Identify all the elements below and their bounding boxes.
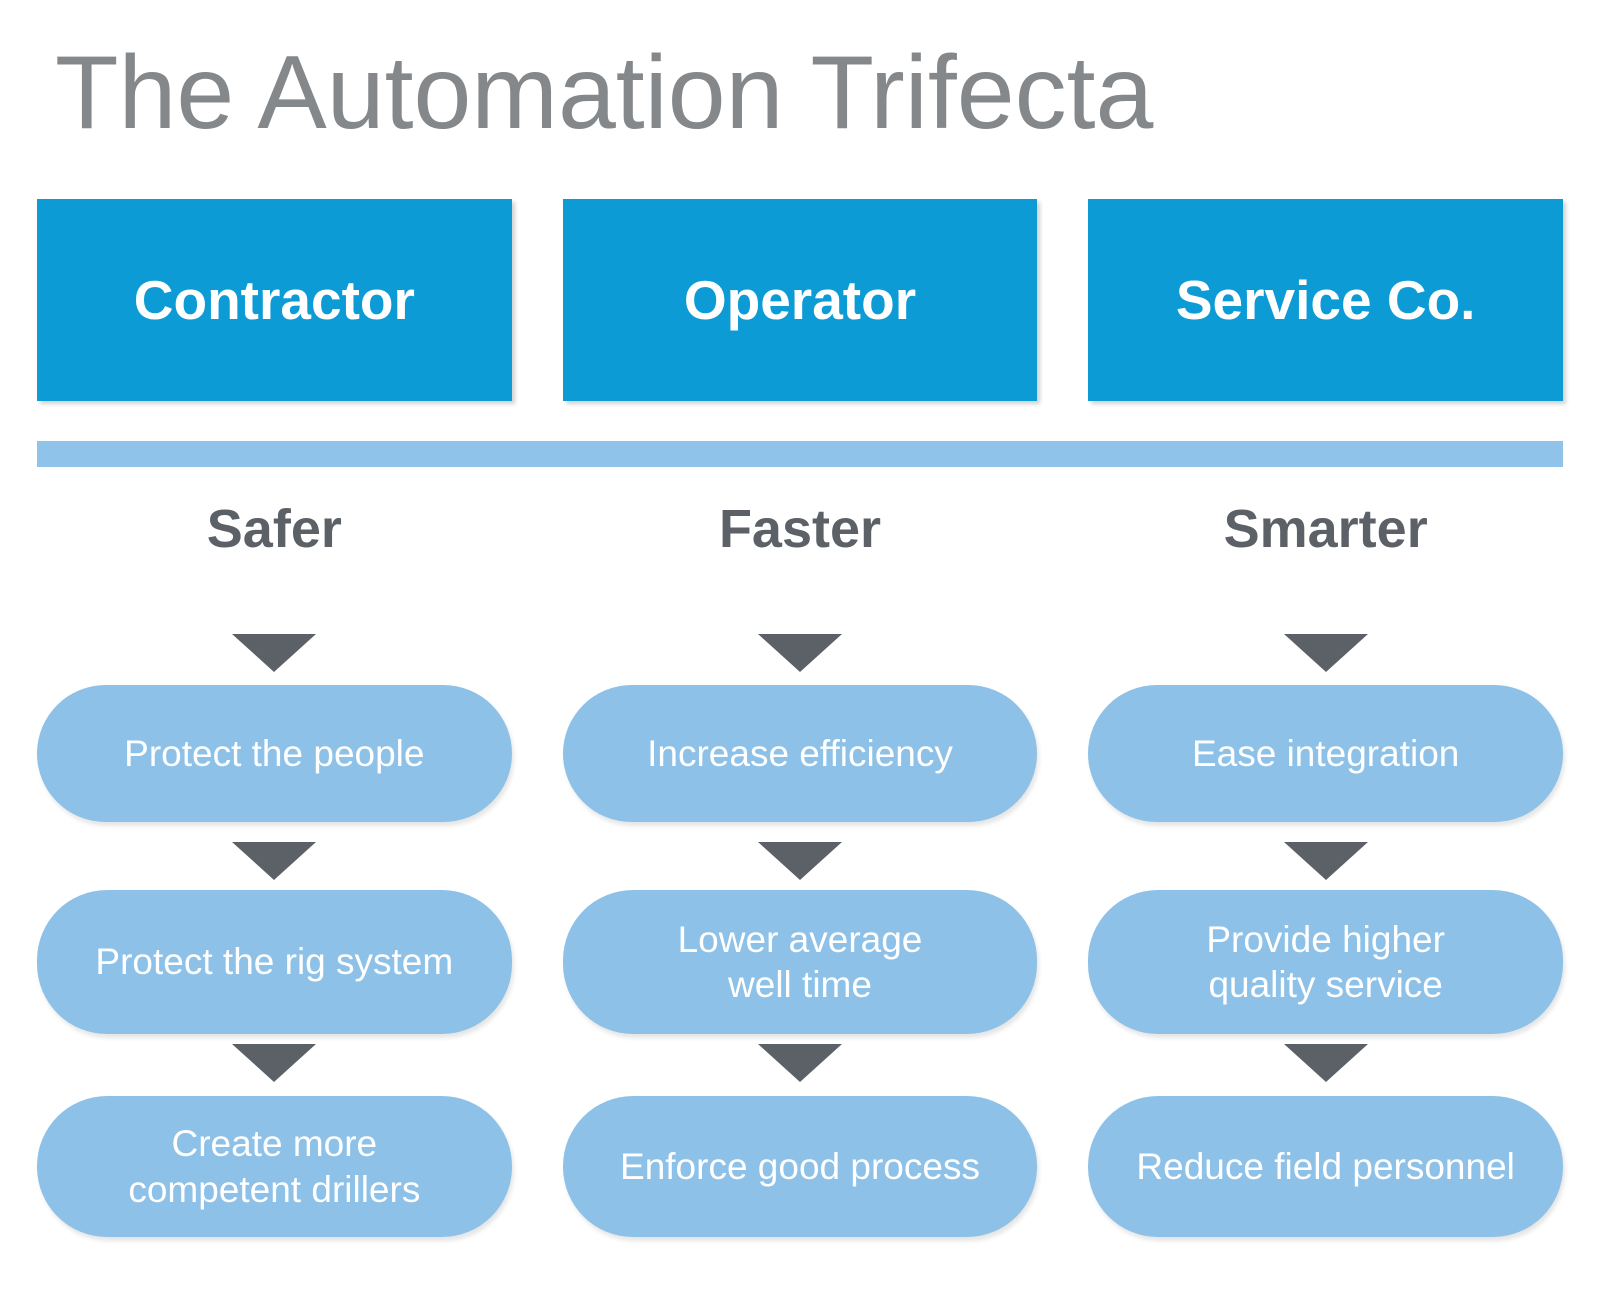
arrow-row-2 (37, 842, 1563, 882)
arrow-down-icon (1283, 1044, 1368, 1082)
header-box-contractor: Contractor (37, 199, 512, 401)
arrow-down-icon (757, 842, 842, 880)
arrow-down-icon (757, 1044, 842, 1082)
arrow-cell (1088, 1044, 1563, 1084)
header-label: Service Co. (1175, 269, 1476, 331)
header-box-service-co: Service Co. (1088, 199, 1563, 401)
arrow-down-icon (1283, 842, 1368, 880)
pill-faster-2: Lower average well time (562, 890, 1038, 1034)
pill-faster-3: Enforce good process (562, 1096, 1038, 1237)
pill-safer-2: Protect the rig system (37, 890, 512, 1034)
column-label-safer: Safer (206, 499, 342, 559)
arrow-cell (1088, 634, 1563, 674)
arrow-cell (563, 1044, 1038, 1084)
arrow-cell (37, 634, 512, 674)
step-row-2: Protect the rig system Lower average wel… (37, 890, 1563, 1034)
pill-faster-1: Increase efficiency (562, 685, 1038, 822)
header-row: Contractor Operator Service Co. (37, 199, 1563, 401)
header-label: Operator (683, 269, 917, 331)
pill-safer-1: Protect the people (37, 685, 512, 822)
arrow-down-icon (232, 634, 317, 672)
pill-smarter-3: Reduce field personnel (1088, 1096, 1563, 1237)
pill-smarter-1: Ease integration (1088, 685, 1563, 822)
header-box-operator: Operator (562, 199, 1038, 401)
column-label-smarter: Smarter (1223, 499, 1428, 559)
arrow-down-icon (232, 842, 317, 880)
arrow-cell (563, 634, 1038, 674)
arrow-cell (37, 842, 512, 882)
arrow-down-icon (232, 1044, 317, 1082)
pill-smarter-2: Provide higher quality service (1088, 890, 1563, 1034)
column-label-faster: Faster (718, 499, 882, 559)
arrow-row-1 (37, 634, 1563, 674)
arrow-cell (1088, 842, 1563, 882)
step-row-1: Protect the people Increase efficiency E… (37, 685, 1563, 822)
arrow-cell (563, 842, 1038, 882)
header-label: Contractor (133, 269, 415, 331)
arrow-row-3 (37, 1044, 1563, 1084)
divider-bar (37, 441, 1563, 467)
page-title: The Automation Trifecta (55, 35, 1154, 151)
arrow-cell (37, 1044, 512, 1084)
column-labels-row: Safer Faster Smarter (37, 494, 1563, 564)
arrow-down-icon (757, 634, 842, 672)
pill-safer-3: Create more competent drillers (37, 1096, 512, 1237)
arrow-down-icon (1283, 634, 1368, 672)
step-row-3: Create more competent drillers Enforce g… (37, 1096, 1563, 1237)
